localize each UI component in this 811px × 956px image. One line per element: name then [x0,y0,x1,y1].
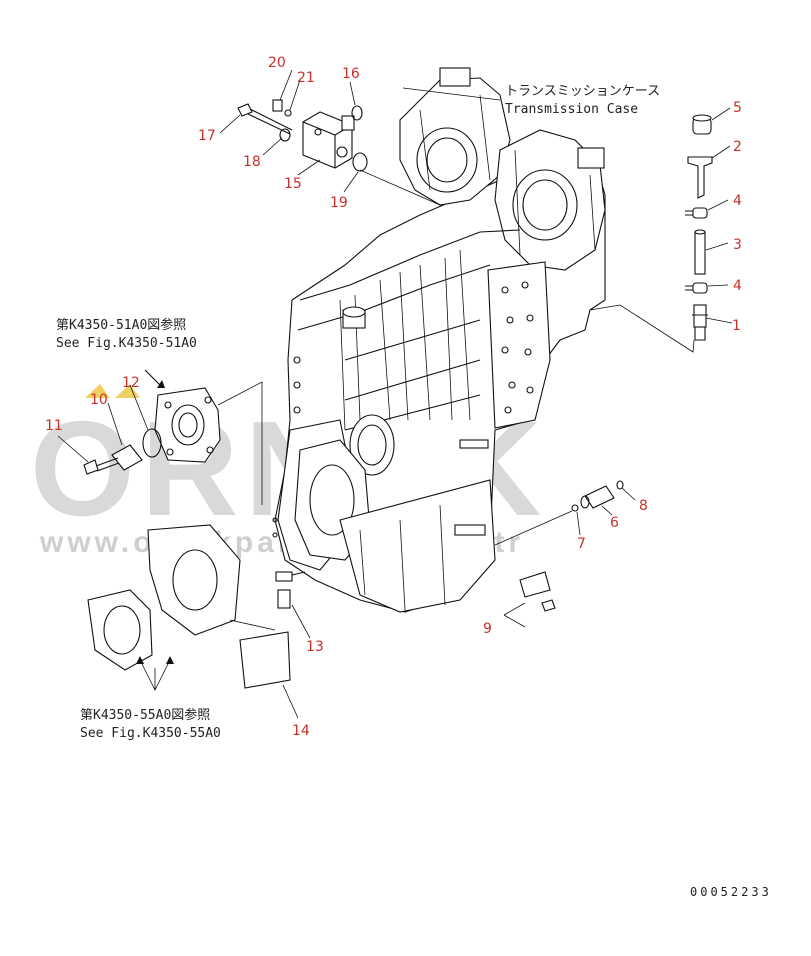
leader-lines [57,69,733,719]
callout-6: 6 [610,515,619,531]
callout-17: 17 [198,128,216,144]
callout-11: 11 [45,418,63,434]
callout-19: 19 [330,195,348,211]
part-group-10-12 [83,369,263,505]
callout-5: 5 [733,100,742,116]
transmission-case-drawing [272,67,606,613]
callout-13: 13 [306,639,324,655]
part-group-15-21 [237,99,441,206]
callout-20: 20 [268,55,286,71]
callout-8: 8 [639,498,648,514]
callout-9: 9 [483,621,492,637]
drawing-number: 00052233 [690,885,772,899]
callout-4b: 4 [733,278,742,294]
callout-1: 1 [732,318,741,334]
reference-note-1-en: See Fig.K4350-51A0 [56,336,197,351]
part-group-6-9 [494,480,624,628]
callout-18: 18 [243,154,261,170]
callout-14: 14 [292,723,310,739]
callouts: 1 2 3 4 4 5 6 7 8 9 10 11 12 13 14 15 16… [45,55,742,739]
callout-3: 3 [733,237,742,253]
notes: トランスミッションケース Transmission Case 第K4350-51… [56,84,772,899]
reference-note-2-jp: 第K4350-55A0図参照 [80,707,210,723]
callout-4: 4 [733,193,742,209]
transmission-case-label-en: Transmission Case [505,102,638,117]
callout-2: 2 [733,139,742,155]
callout-15: 15 [284,176,302,192]
part-group-1-5 [589,114,713,353]
callout-16: 16 [342,66,360,82]
callout-10: 10 [90,392,108,408]
transmission-case-label-jp: トランスミッションケース [505,84,660,99]
watermark-logo-accent [85,384,110,398]
callout-12: 12 [122,375,140,391]
callout-7: 7 [577,536,586,552]
reference-note-2-en: See Fig.K4350-55A0 [80,726,221,741]
reference-note-1-jp: 第K4350-51A0図参照 [56,317,186,333]
part-group-13-14 [87,524,306,691]
callout-21: 21 [297,70,315,86]
